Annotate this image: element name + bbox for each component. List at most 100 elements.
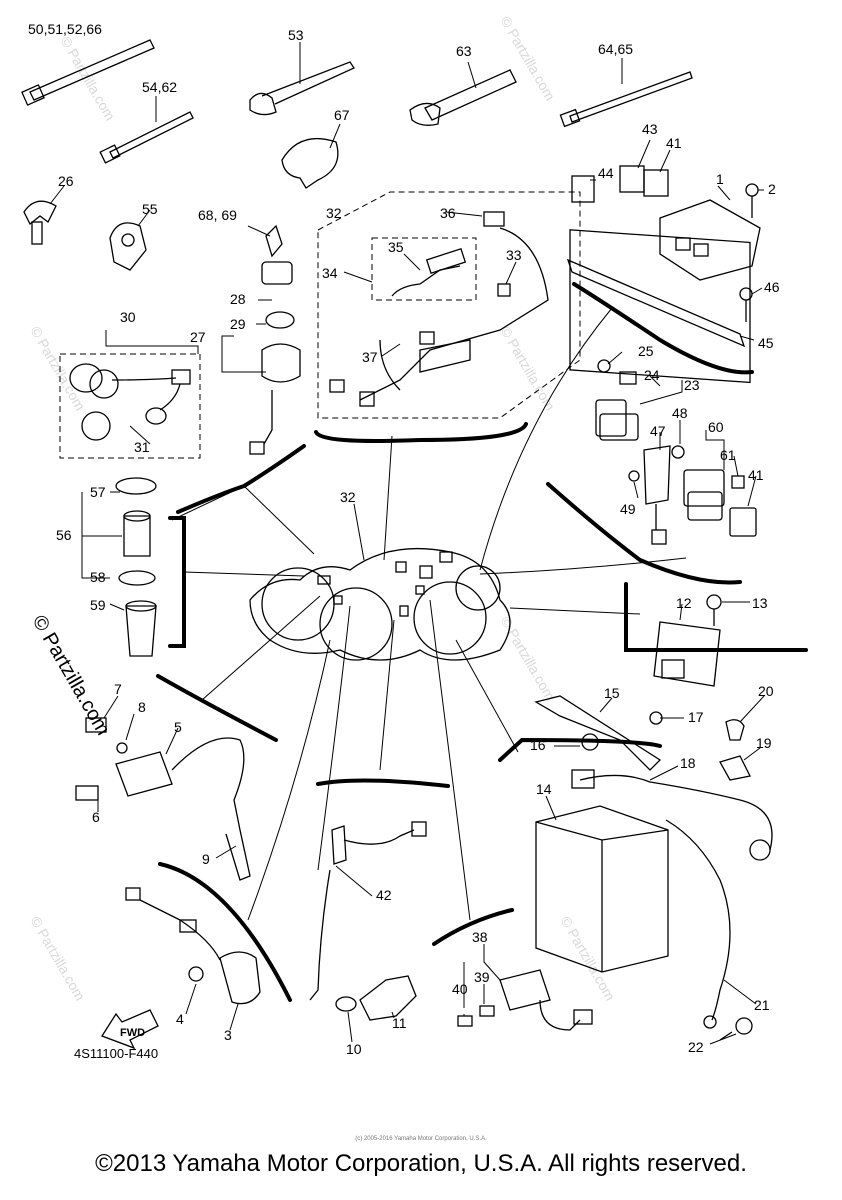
harness-box-32	[317, 191, 581, 419]
part-cable-tie-50	[21, 39, 155, 106]
watermark: © Partzilla.com	[497, 14, 558, 104]
part-frame-center	[249, 547, 511, 661]
label-64-65: 64,65	[598, 41, 633, 57]
label-63: 63	[456, 43, 472, 59]
part-ecu-bracket-45	[566, 229, 751, 384]
part-clip-55	[109, 222, 147, 271]
label-11: 11	[392, 1015, 407, 1031]
part-battery-cable-18	[571, 769, 773, 861]
label-16: 16	[530, 737, 546, 753]
part-relay-43	[619, 165, 645, 193]
part-pickup-3	[125, 887, 261, 1005]
label-45: 45	[758, 335, 774, 351]
label-41-lower: 41	[748, 467, 764, 483]
part-cable-tie-54	[99, 111, 194, 164]
part-cap-20	[725, 719, 745, 741]
faint-watermarks: © Partzilla.com © Partzilla.com © Partzi…	[27, 14, 618, 1004]
label-23: 23	[684, 377, 700, 393]
part-terminal-19	[719, 755, 751, 781]
part-sensor-42	[309, 821, 427, 1001]
label-67: 67	[334, 107, 350, 123]
watermark: © Partzilla.com	[27, 324, 88, 414]
label-47: 47	[650, 423, 666, 439]
label-54-62: 54,62	[142, 79, 177, 95]
label-25: 25	[638, 343, 654, 359]
part-ignition-coil-5	[75, 717, 251, 881]
part-cable-21	[665, 819, 731, 1029]
part-bolt-2	[745, 183, 759, 218]
watermark: © Partzilla.com	[557, 914, 618, 1004]
label-56: 56	[56, 527, 72, 543]
part-ecu-1	[659, 199, 761, 281]
label-4: 4	[176, 1011, 184, 1027]
label-34: 34	[322, 265, 338, 281]
label-leaders	[49, 42, 765, 1045]
label-53: 53	[288, 27, 304, 43]
part-cable-tie-64	[559, 71, 693, 128]
harness-box-34	[371, 237, 477, 301]
label-17: 17	[688, 709, 704, 725]
label-10: 10	[346, 1041, 362, 1057]
diagram-code: 4S11100-F440	[74, 1046, 158, 1061]
label-61: 61	[720, 447, 736, 463]
label-19: 19	[756, 735, 772, 751]
label-26: 26	[58, 173, 74, 189]
part-clamp-53	[249, 61, 355, 116]
label-57: 57	[90, 484, 106, 500]
label-5: 5	[174, 719, 182, 735]
label-31: 31	[134, 439, 150, 455]
partzilla-watermark: © Partzilla.com	[28, 612, 114, 740]
label-6: 6	[92, 809, 100, 825]
watermark: © Partzilla.com	[497, 614, 558, 704]
copyright-notice: ©2013 Yamaha Motor Corporation, U.S.A. A…	[95, 1150, 747, 1177]
label-48: 48	[672, 405, 688, 421]
label-8: 8	[138, 699, 146, 715]
watermark: © Partzilla.com	[27, 914, 88, 1004]
label-40: 40	[452, 981, 468, 997]
label-9: 9	[202, 851, 210, 867]
connection-lines	[171, 307, 687, 921]
part-labels: 50,51,52,66 53 63 64,65 54,62 67 43 41 4…	[28, 21, 780, 1061]
label-1: 1	[716, 171, 724, 187]
label-15: 15	[604, 685, 620, 701]
label-42: 42	[376, 887, 392, 903]
label-7: 7	[114, 681, 122, 697]
part-relay-47	[628, 445, 685, 545]
part-battery-14	[535, 805, 669, 973]
label-22: 22	[688, 1039, 704, 1055]
label-44: 44	[598, 165, 614, 181]
part-relay-41b	[729, 507, 757, 537]
label-29: 29	[230, 316, 246, 332]
part-relay-41a	[643, 169, 669, 197]
label-60: 60	[708, 419, 724, 435]
label-33: 33	[506, 247, 522, 263]
label-27: 27	[190, 329, 206, 345]
part-headlight-bulbs	[69, 363, 191, 441]
part-holder-67	[281, 138, 339, 189]
label-21: 21	[754, 997, 770, 1013]
label-49: 49	[620, 501, 636, 517]
part-relay-44	[571, 175, 595, 203]
label-20: 20	[758, 683, 774, 699]
label-12: 12	[676, 595, 692, 611]
part-washer-10	[335, 996, 357, 1012]
part-fuse-box-60	[683, 469, 745, 521]
label-24: 24	[644, 367, 660, 383]
label-35: 35	[388, 239, 404, 255]
label-2: 2	[768, 181, 776, 197]
part-harness-detail	[329, 211, 549, 407]
label-55: 55	[142, 201, 158, 217]
label-32-top: 32	[326, 205, 342, 221]
part-clamp-63	[409, 69, 517, 126]
label-30: 30	[120, 309, 136, 325]
label-32-center: 32	[340, 489, 356, 505]
group-brackets	[156, 282, 808, 1002]
fwd-label: FWD	[120, 1027, 145, 1039]
label-38: 38	[472, 929, 488, 945]
label-3: 3	[224, 1027, 232, 1043]
label-37: 37	[362, 349, 378, 365]
label-58: 58	[90, 569, 106, 585]
label-13: 13	[752, 595, 768, 611]
label-39: 39	[474, 969, 490, 985]
